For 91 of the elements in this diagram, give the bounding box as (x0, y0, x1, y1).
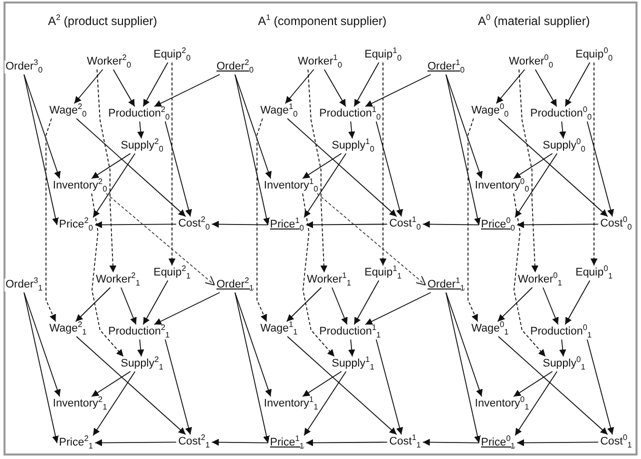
arrow (24, 292, 61, 397)
arrow (513, 371, 553, 397)
arrow (354, 62, 380, 107)
arrow (94, 439, 177, 446)
arrow (76, 118, 186, 217)
arrow (284, 69, 314, 104)
arrow (348, 339, 356, 357)
column-heading: A$^{0}$ (material supplier) (478, 14, 590, 28)
arrow (91, 371, 131, 397)
arrow (498, 118, 608, 217)
arrow (120, 287, 137, 325)
arrow (306, 221, 388, 228)
arrow (516, 439, 599, 446)
arrow (24, 74, 59, 226)
arrow (304, 153, 346, 218)
arrow (514, 153, 558, 218)
arrow (446, 292, 483, 397)
arrow (234, 292, 270, 444)
dashed-arrow (513, 193, 546, 357)
dashed-arrow (302, 193, 335, 357)
arrow (94, 221, 177, 228)
dashed-arrow (168, 62, 176, 266)
arrow (74, 69, 104, 104)
arrow (76, 336, 186, 435)
arrow (302, 371, 342, 397)
arrow (586, 339, 614, 435)
arrow (91, 153, 131, 179)
arrow (92, 371, 136, 436)
arrow (364, 292, 432, 325)
arrow (446, 74, 481, 226)
dashed-arrow (468, 118, 478, 322)
arrow (112, 69, 136, 107)
dashed-arrow (590, 62, 598, 266)
arrow (497, 287, 533, 322)
dashed-arrow (91, 193, 124, 357)
arrow (354, 280, 380, 325)
arrow (446, 74, 483, 179)
arrow (376, 339, 403, 435)
arrow (75, 287, 111, 322)
arrow (137, 339, 144, 357)
dashed-arrow (518, 69, 538, 273)
arrow (516, 221, 599, 228)
arrow (586, 121, 614, 217)
arrow (24, 74, 61, 179)
arrow (142, 62, 168, 107)
arrow (211, 220, 268, 228)
dashed-arrow (380, 62, 386, 266)
arrow (446, 292, 481, 444)
arrow (422, 438, 480, 446)
arrow (376, 121, 403, 217)
arrow (234, 74, 270, 226)
arrow (564, 280, 590, 325)
arrow (513, 153, 553, 179)
arrow (142, 280, 168, 325)
arrow (154, 292, 220, 325)
arrow (514, 371, 558, 436)
arrow (496, 69, 526, 104)
arrow (534, 69, 558, 107)
dashed-arrow (256, 118, 268, 322)
arrow (234, 74, 272, 179)
column-heading: A$^{1}$ (component supplier) (258, 14, 387, 28)
dashed-arrow (308, 69, 328, 273)
dashed-arrow (316, 193, 426, 286)
arrow (92, 153, 136, 218)
arrow (559, 339, 566, 357)
arrow (164, 339, 192, 435)
arrow (302, 153, 342, 179)
arrow (304, 371, 346, 436)
arrow (364, 74, 432, 107)
arrow (286, 118, 398, 217)
arrow (234, 292, 272, 397)
arrow (286, 336, 398, 435)
arrow (137, 121, 144, 139)
arrow (211, 438, 268, 446)
arrow (286, 287, 322, 322)
arrow (332, 287, 348, 325)
arrow (348, 121, 356, 139)
arrow (306, 439, 388, 446)
arrow (559, 121, 566, 139)
arrow (498, 336, 608, 435)
arrow (154, 74, 220, 107)
arrow (422, 220, 480, 228)
dashed-arrow (106, 193, 216, 286)
arrow (564, 62, 590, 107)
arrow (164, 121, 192, 217)
arrow (24, 292, 59, 444)
column-heading: A$^{2}$ (product supplier) (48, 14, 158, 28)
dashed-arrow (96, 69, 116, 273)
dashed-arrow (46, 118, 56, 322)
arrow (324, 69, 346, 107)
arrow (542, 287, 559, 325)
